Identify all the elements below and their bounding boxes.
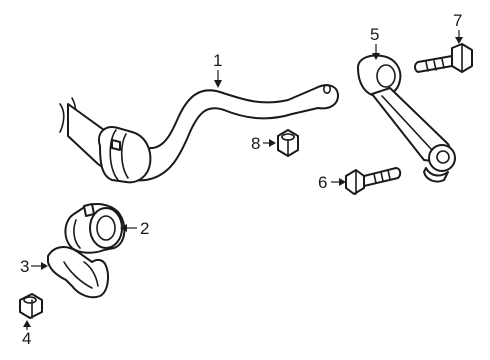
callout-5-arrow bbox=[372, 53, 380, 60]
bushing bbox=[64, 203, 126, 254]
callout-2: 2 bbox=[120, 219, 149, 238]
callout-1-arrow bbox=[214, 80, 222, 88]
callout-8-label: 8 bbox=[251, 134, 260, 153]
callout-7-label: 7 bbox=[453, 11, 462, 30]
callout-8-arrow bbox=[269, 139, 276, 147]
stabilizer-bar bbox=[59, 84, 339, 184]
callout-1-label: 1 bbox=[213, 51, 222, 70]
callout-5: 5 bbox=[370, 25, 380, 60]
callout-4-label: 4 bbox=[22, 329, 31, 348]
callout-4: 4 bbox=[22, 320, 31, 348]
callout-2-label: 2 bbox=[140, 219, 149, 238]
callout-3-label: 3 bbox=[20, 257, 29, 276]
stabilizer-link bbox=[357, 54, 456, 183]
callout-6: 6 bbox=[318, 173, 346, 192]
bushing-clamp bbox=[47, 246, 109, 299]
callout-7: 7 bbox=[453, 11, 463, 44]
callout-6-arrow bbox=[339, 178, 346, 186]
callout-1: 1 bbox=[213, 51, 222, 88]
nut-link bbox=[277, 129, 299, 157]
callout-8: 8 bbox=[251, 134, 276, 153]
nut-small bbox=[19, 293, 43, 319]
callout-4-arrow bbox=[23, 320, 31, 327]
bolt-link-upper bbox=[414, 43, 473, 73]
callout-5-label: 5 bbox=[370, 25, 379, 44]
callout-3: 3 bbox=[20, 257, 48, 276]
callout-3-arrow bbox=[41, 262, 48, 270]
callout-7-arrow bbox=[455, 37, 463, 44]
callout-6-label: 6 bbox=[318, 173, 327, 192]
bolt-link-lower bbox=[345, 167, 402, 195]
callout-2-arrow bbox=[120, 224, 127, 232]
